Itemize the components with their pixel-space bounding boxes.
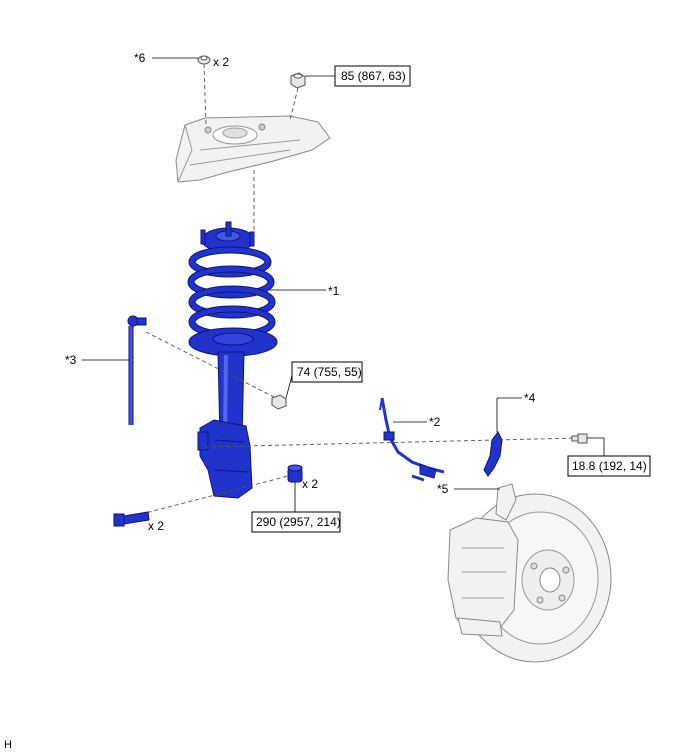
corner-mark: H	[4, 739, 12, 751]
torque-upper-support: 85 (867, 63)	[341, 69, 406, 83]
knuckle-bolt	[113, 511, 150, 527]
top-nut-part	[197, 55, 211, 65]
torque-stabilizer-link: 74 (755, 55)	[297, 365, 362, 379]
knuckle-nut	[287, 464, 303, 483]
callout-4: *4	[524, 391, 536, 405]
front-shock-absorber-assembly	[187, 221, 278, 499]
torque-box-upper-support	[334, 65, 411, 87]
torque-knuckle-nut: 290 (2957, 214)	[256, 515, 341, 529]
callout-3: *3	[65, 353, 77, 367]
upper-support-nut	[290, 72, 306, 89]
hose-bracket	[483, 431, 503, 477]
callout-5: *5	[437, 482, 449, 496]
torque-bracket-bolt: 18.8 (192, 14)	[572, 459, 647, 473]
stabilizer-link-nut	[271, 394, 287, 410]
qty-knuckle-nut: x 2	[302, 477, 318, 491]
strut-tower-panel	[175, 115, 331, 183]
torque-box-bracket-bolt	[567, 455, 651, 477]
torque-box-stabilizer	[291, 361, 363, 383]
speed-sensor-wire	[379, 397, 445, 482]
disc-brake-assembly	[447, 483, 612, 663]
stabilizer-link	[127, 315, 147, 425]
bracket-bolt	[571, 433, 588, 444]
qty-knuckle-bolt: x 2	[148, 519, 164, 533]
callout-2: *2	[429, 415, 441, 429]
callout-1: *1	[328, 284, 340, 298]
qty-top-nut: x 2	[213, 55, 229, 69]
torque-box-knuckle	[251, 511, 341, 533]
callout-6: *6	[134, 51, 146, 65]
